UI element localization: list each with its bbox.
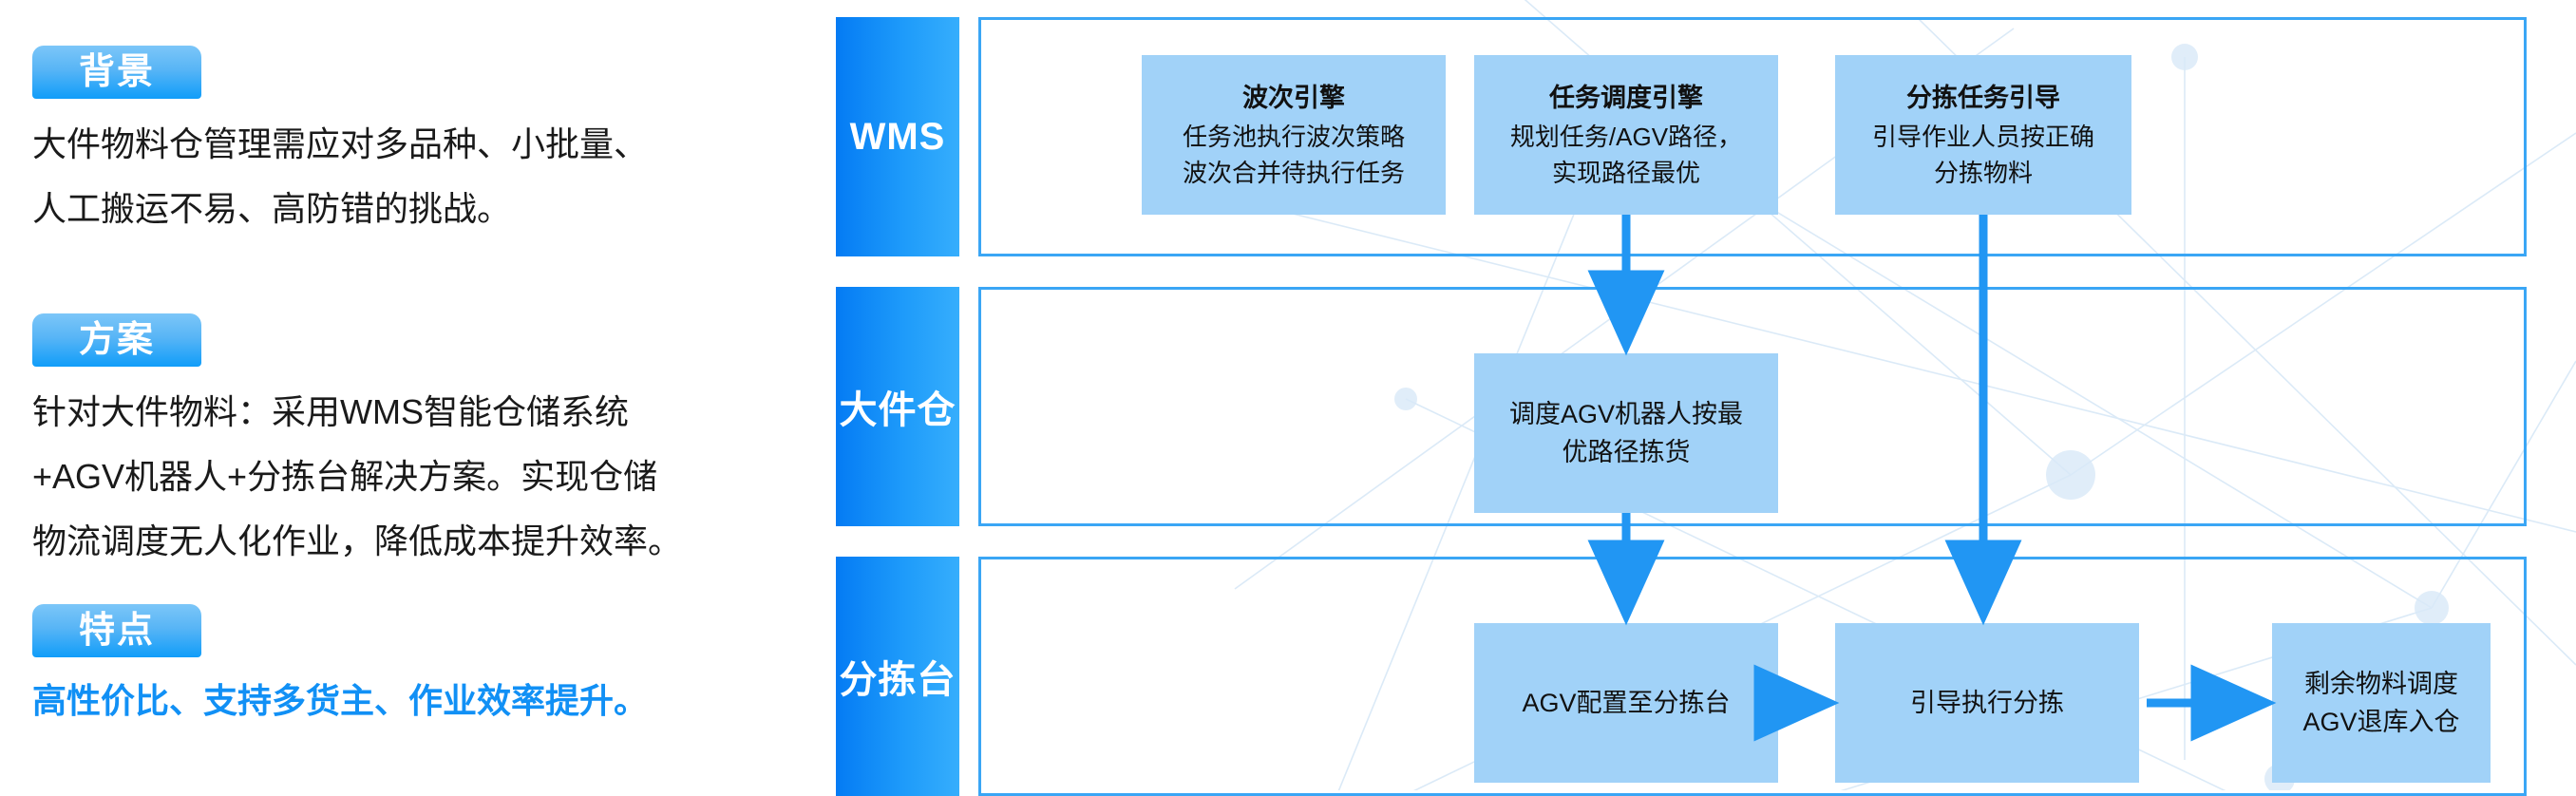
- card-agv-pick[interactable]: 调度AGV机器人按最 优路径拣货: [1474, 353, 1778, 513]
- section-body-features: 高性价比、支持多货主、作业效率提升。: [32, 673, 648, 730]
- section-body-solution: 针对大件物料：采用WMS智能仓储系统 +AGV机器人+分拣台解决方案。实现仓储 …: [32, 380, 682, 574]
- card-title: 分拣任务引导: [1906, 84, 2060, 112]
- body-line: 人工搬运不易、高防错的挑战。: [32, 189, 512, 228]
- section-solution: 方案 针对大件物料：采用WMS智能仓储系统 +AGV机器人+分拣台解决方案。实现…: [32, 313, 682, 574]
- section-badge-solution: 方案: [32, 313, 201, 367]
- section-background: 背景 大件物料仓管理需应对多品种、小批量、 人工搬运不易、高防错的挑战。: [32, 46, 648, 241]
- feature-line: 高性价比、支持多货主、作业效率提升。: [32, 681, 649, 720]
- body-line: 大件物料仓管理需应对多品种、小批量、: [32, 124, 649, 163]
- card-execute-sorting[interactable]: 引导执行分拣: [1835, 623, 2139, 783]
- card-line: 优路径拣货: [1562, 438, 1691, 466]
- lane-label-wms: WMS: [836, 17, 959, 256]
- card-line: 剩余物料调度: [2304, 670, 2458, 698]
- section-badge-background: 背景: [32, 46, 201, 99]
- lane-label-warehouse: 大件仓: [836, 287, 959, 526]
- lane-label-sorting: 分拣台: [836, 557, 959, 796]
- body-line: 物流调度无人化作业，降低成本提升效率。: [32, 521, 683, 560]
- card-line: AGV配置至分拣台: [1522, 689, 1731, 717]
- card-line: 引导作业人员按正确: [1871, 123, 2094, 151]
- left-text-panel: 背景 大件物料仓管理需应对多品种、小批量、 人工搬运不易、高防错的挑战。 方案 …: [0, 0, 836, 790]
- card-line: 实现路径最优: [1551, 159, 1700, 187]
- card-wave-engine[interactable]: 波次引擎 任务池执行波次策略 波次合并待执行任务: [1142, 55, 1446, 215]
- card-line: AGV退库入仓: [2302, 708, 2460, 736]
- card-return-to-stock[interactable]: 剩余物料调度 AGV退库入仓: [2272, 623, 2491, 783]
- card-line: 调度AGV机器人按最: [1508, 400, 1744, 428]
- card-line: 波次合并待执行任务: [1182, 159, 1405, 187]
- card-line: 分拣物料: [1933, 159, 2033, 187]
- card-agv-to-station[interactable]: AGV配置至分拣台: [1474, 623, 1778, 783]
- section-features: 特点 高性价比、支持多货主、作业效率提升。: [32, 604, 648, 730]
- card-line: 规划任务/AGV路径，: [1509, 123, 1743, 151]
- flow-diagram: WMS 大件仓 分拣台 波次引擎 任务池执行波次策略 波次合并待执行任务: [836, 0, 2576, 796]
- section-badge-features: 特点: [32, 604, 201, 657]
- card-task-scheduler[interactable]: 任务调度引擎 规划任务/AGV路径， 实现路径最优: [1474, 55, 1778, 215]
- card-line: 引导执行分拣: [1910, 689, 2064, 717]
- section-body-background: 大件物料仓管理需应对多品种、小批量、 人工搬运不易、高防错的挑战。: [32, 112, 648, 241]
- body-line: 针对大件物料：采用WMS智能仓储系统: [32, 392, 629, 431]
- card-title: 任务调度引擎: [1549, 84, 1703, 112]
- body-line: +AGV机器人+分拣台解决方案。实现仓储: [32, 457, 658, 496]
- card-title: 波次引擎: [1242, 84, 1345, 112]
- card-sorting-guide[interactable]: 分拣任务引导 引导作业人员按正确 分拣物料: [1835, 55, 2131, 215]
- card-line: 任务池执行波次策略: [1182, 123, 1405, 151]
